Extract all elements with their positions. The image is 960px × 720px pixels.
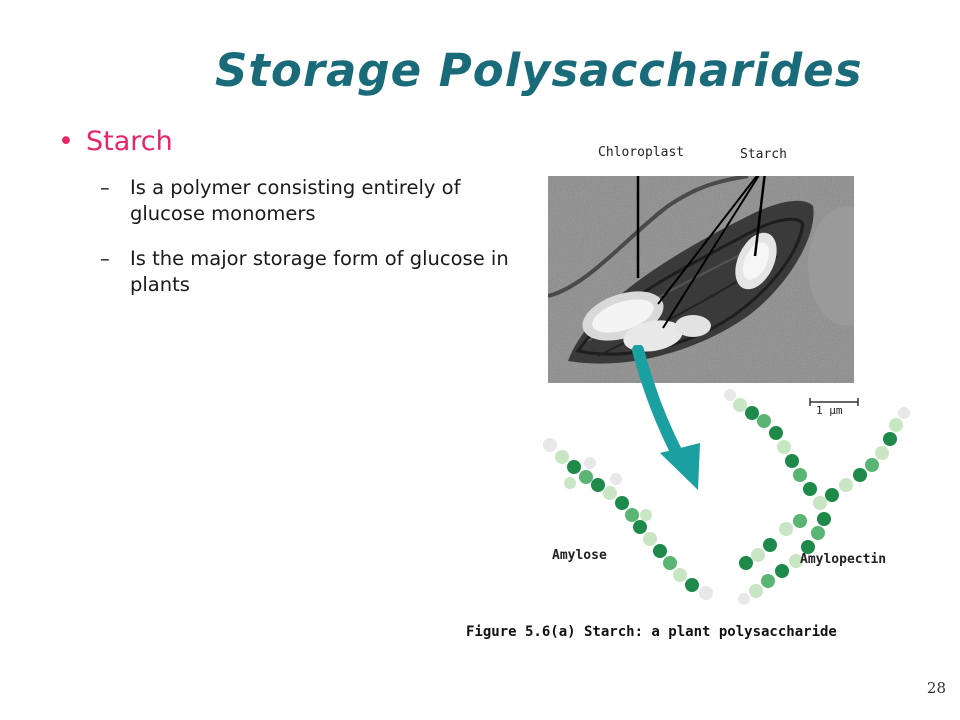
glucose-chains <box>543 389 910 605</box>
bullet-starch: • Starch <box>58 126 173 157</box>
subpoint-text: Is the major storage form of glucose in … <box>130 247 509 296</box>
label-chloroplast: Chloroplast <box>598 145 685 160</box>
slide-title: Storage Polysaccharides <box>215 44 863 97</box>
label-amylopectin: Amylopectin <box>800 552 887 567</box>
arrow-icon <box>632 345 700 490</box>
sub-marker: – <box>100 176 110 199</box>
sub-marker: – <box>100 247 110 270</box>
amylopectin-chain <box>724 389 910 605</box>
scale-bar <box>809 398 859 406</box>
figure-caption: Figure 5.6(a) Starch: a plant polysaccha… <box>466 624 837 640</box>
micrograph-image <box>548 176 854 383</box>
bullet-marker: • <box>58 126 74 157</box>
label-amylose: Amylose <box>552 548 607 563</box>
label-starch: Starch <box>740 147 787 162</box>
scale-label: 1 μm <box>816 404 843 417</box>
subpoint-text: Is a polymer consisting entirely of gluc… <box>130 176 461 225</box>
bullet-text: Starch <box>86 126 173 157</box>
amylose-chain <box>543 438 713 600</box>
page-number: 28 <box>926 679 946 697</box>
